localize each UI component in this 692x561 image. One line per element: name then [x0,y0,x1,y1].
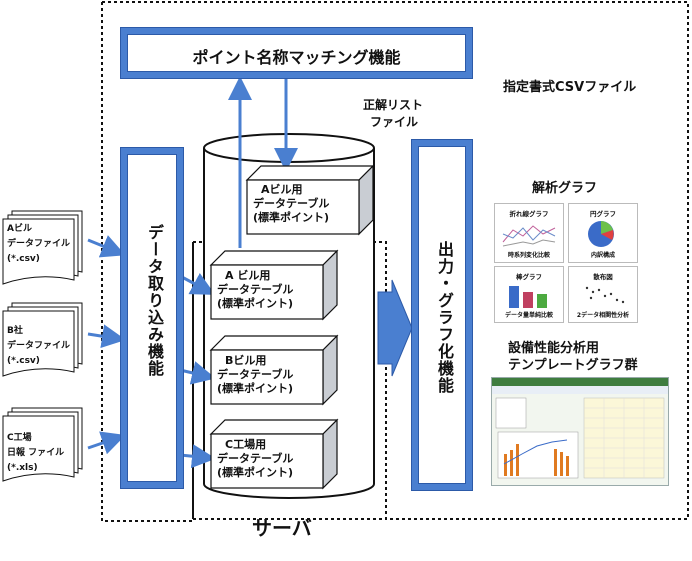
input-file-a-line3: (*.csv) [7,254,40,264]
table-c-line3: (標準ポイント) [217,466,294,479]
import-function-box: データ取り込み機能 [121,148,183,488]
standard-table-line2: データテーブル [253,197,330,210]
thumb-scatter-title: 散布図 [593,273,613,281]
analysis-title: 解析グラフ [532,181,598,196]
standard-table-line3: (標準ポイント) [253,211,330,224]
thumb-line-caption: 時系列変化比較 [507,252,550,259]
table-b-line1: Bビル用 [225,354,267,367]
table-b-text: Bビル用 データテーブル (標準ポイント) [217,354,321,396]
template-screenshot [491,377,669,486]
input-file-b-line2: データファイル [7,341,71,351]
table-b-line3: (標準ポイント) [217,382,294,395]
thumb-pie-chart: 円グラフ 内訳構成 [568,203,638,263]
output-label: 出力・グラフ化機能 [435,241,454,394]
table-a-line2: データテーブル [217,283,294,296]
table-c-text: C工場用 データテーブル (標準ポイント) [217,438,321,480]
input-file-c-line1: C工場 [7,433,32,443]
scatter-chart-icon [585,286,625,304]
thumb-pie-caption: 内訳構成 [590,252,615,259]
input-file-b-line1: B社 [7,326,23,336]
thumb-pie-title: 円グラフ [590,210,616,218]
template-line1: 設備性能分析用 [508,341,600,356]
bar-chart-icon [509,286,547,308]
thumb-bar-caption: データ量単純比較 [504,312,553,319]
input-file-b-text: B社 データファイル (*.csv) [7,324,70,369]
import-label: データ取り込み機能 [145,224,164,377]
table-a-line3: (標準ポイント) [217,297,294,310]
table-box-b [209,334,339,406]
table-b-line2: データテーブル [217,368,294,381]
input-file-a-line2: データファイル [7,239,71,249]
table-a-line1: A ビル用 [225,269,271,282]
table-c-line2: データテーブル [217,452,294,465]
input-file-b-line3: (*.csv) [7,356,40,366]
seikai-line1: 正解リスト [363,98,424,112]
table-a-text: A ビル用 データテーブル (標準ポイント) [217,269,321,311]
output-function-box: 出力・グラフ化機能 [412,140,472,490]
thumb-line-title: 折れ線グラフ [509,210,549,218]
thumb-bar-title: 棒グラフ [516,273,542,281]
input-file-a-text: Aビル データファイル (*.csv) [7,222,70,267]
table-c-line1: C工場用 [225,438,267,451]
doc-stack-c [2,407,83,482]
seikai-line2: ファイル [370,115,419,129]
template-line2: テンプレートグラフ群 [508,358,638,373]
standard-table-box [245,164,375,236]
matching-function-box: ポイント名称マッチング機能 [121,28,472,78]
table-box-a [209,249,339,321]
thumb-line-chart: 折れ線グラフ 時系列変化比較 [494,203,564,263]
standard-table-text: Aビル用 データテーブル (標準ポイント) [253,183,357,225]
csv-file-label: 指定書式CSVファイル [503,80,637,95]
thumb-bar-chart: 棒グラフ データ量単純比較 [494,266,564,323]
input-file-c-line3: (*.xls) [7,463,38,473]
table-box-c [209,418,339,490]
standard-table-line1: Aビル用 [261,183,303,196]
matching-title: ポイント名称マッチング機能 [192,48,401,67]
line-chart-icon [502,225,556,247]
input-file-c-line2: 日報 ファイル [7,448,65,458]
input-file-c-text: C工場 日報 ファイル (*.xls) [7,431,64,476]
doc-stack-a [2,210,83,285]
pie-chart-icon [588,221,614,247]
server-label: サーバ [252,516,312,540]
doc-stack-b [2,302,83,377]
thumb-scatter-caption: 2データ相関性分析 [576,312,630,319]
thumb-scatter-chart: 散布図 2データ相関性分析 [568,266,638,323]
input-file-a-line1: Aビル [7,224,32,234]
